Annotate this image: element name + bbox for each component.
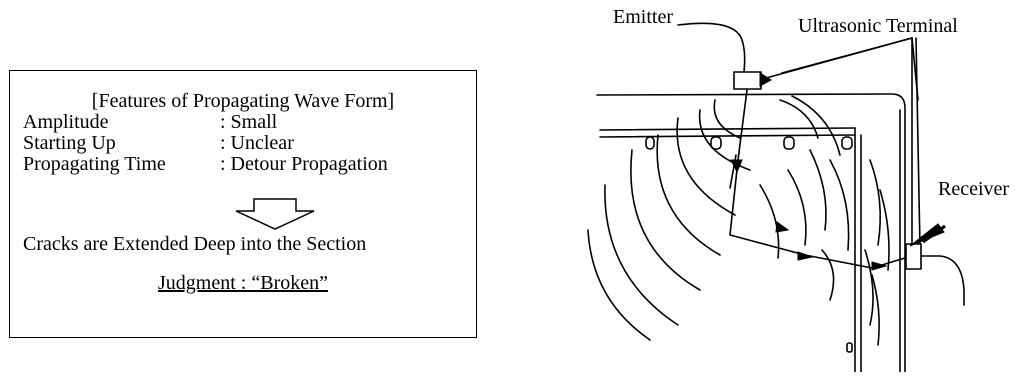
feature-value: : Detour Propagation bbox=[220, 153, 388, 175]
emitter-cable bbox=[677, 22, 746, 73]
ultrasonic-diagram: Emitter Ultrasonic Terminal Receiver bbox=[560, 0, 1028, 373]
feature-value: : Unclear bbox=[220, 132, 294, 154]
receiver-box bbox=[905, 243, 922, 270]
emitter-box bbox=[733, 71, 762, 90]
receiver-cable bbox=[920, 255, 965, 306]
features-box: [Features of Propagating Wave Form] Ampl… bbox=[9, 70, 477, 338]
slab-bottom-line bbox=[599, 127, 856, 131]
feature-label: Starting Up bbox=[23, 132, 116, 154]
crack-propagation-illustration bbox=[587, 22, 965, 373]
feature-label: Propagating Time bbox=[23, 153, 166, 175]
judgment-text: Judgment : “Broken” bbox=[158, 272, 328, 294]
feature-value: : Small bbox=[220, 111, 278, 133]
down-arrow-icon bbox=[235, 198, 315, 230]
ultrasonic-terminal-label: Ultrasonic Terminal bbox=[798, 15, 958, 37]
receiver-label: Receiver bbox=[938, 178, 1010, 200]
slab-outline bbox=[596, 93, 906, 373]
conclusion-text: Cracks are Extended Deep into the Sectio… bbox=[23, 233, 367, 255]
features-title: [Features of Propagating Wave Form] bbox=[91, 90, 395, 112]
emitter-label: Emitter bbox=[613, 6, 673, 28]
feature-label: Amplitude bbox=[23, 111, 109, 133]
